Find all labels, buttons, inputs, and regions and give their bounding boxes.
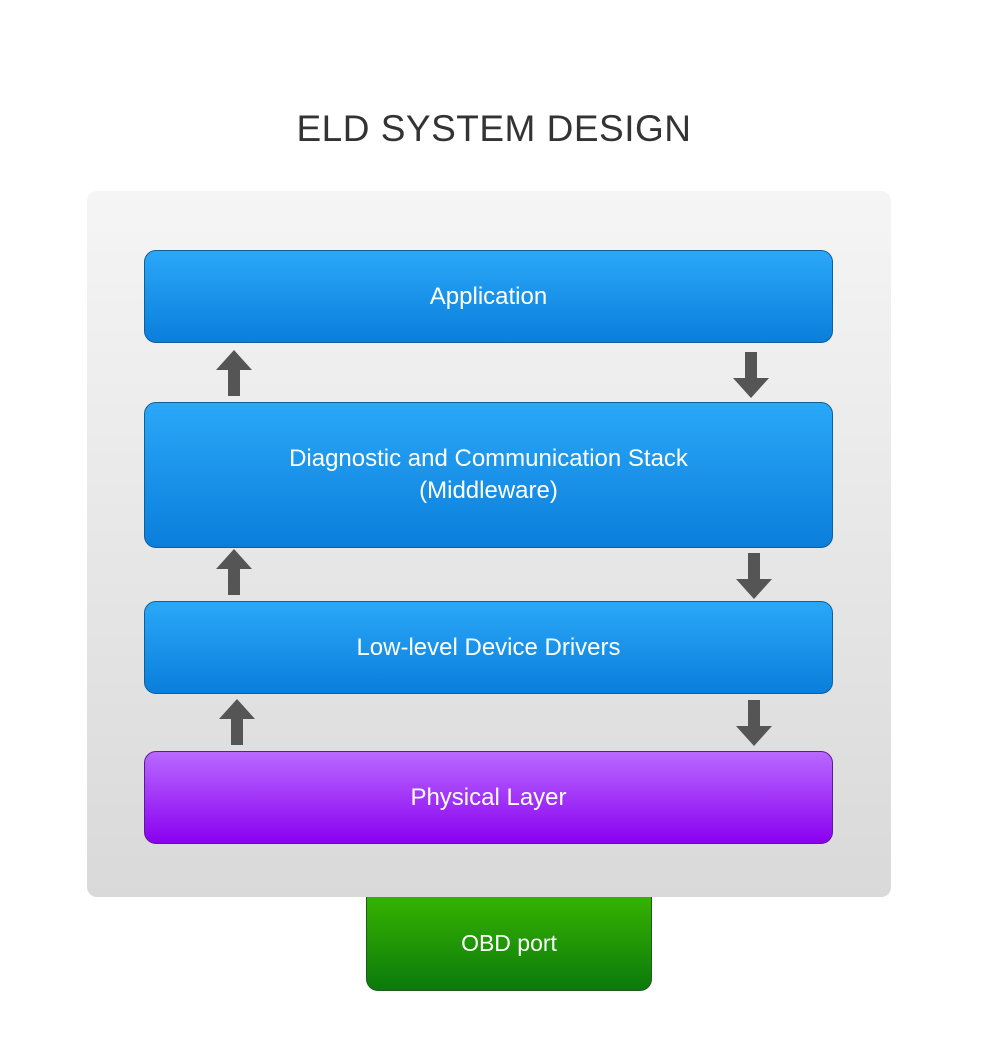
arrow-up-icon [216, 350, 252, 396]
arrow-up-icon [219, 699, 255, 745]
obd-port: OBD port [366, 897, 652, 991]
arrow-down-icon [733, 352, 769, 398]
arrow-down-icon [736, 700, 772, 746]
layer-device-drivers: Low-level Device Drivers [144, 601, 833, 694]
layer-device-drivers-label: Low-level Device Drivers [356, 633, 621, 661]
layer-application: Application [144, 250, 833, 343]
layer-middleware-label-line1: Diagnostic and Communication Stack [289, 445, 688, 472]
layer-middleware: Diagnostic and Communication Stack (Midd… [144, 402, 833, 548]
arrow-down-icon [736, 553, 772, 599]
layer-physical-label: Physical Layer [410, 783, 567, 811]
obd-port-label: OBD port [461, 930, 557, 956]
layer-application-label: Application [429, 282, 548, 310]
diagram-title: ELD SYSTEM DESIGN [296, 108, 692, 149]
arrow-up-icon [216, 549, 252, 595]
layer-physical: Physical Layer [144, 751, 833, 844]
layer-middleware-label-line2: (Middleware) [419, 477, 558, 504]
